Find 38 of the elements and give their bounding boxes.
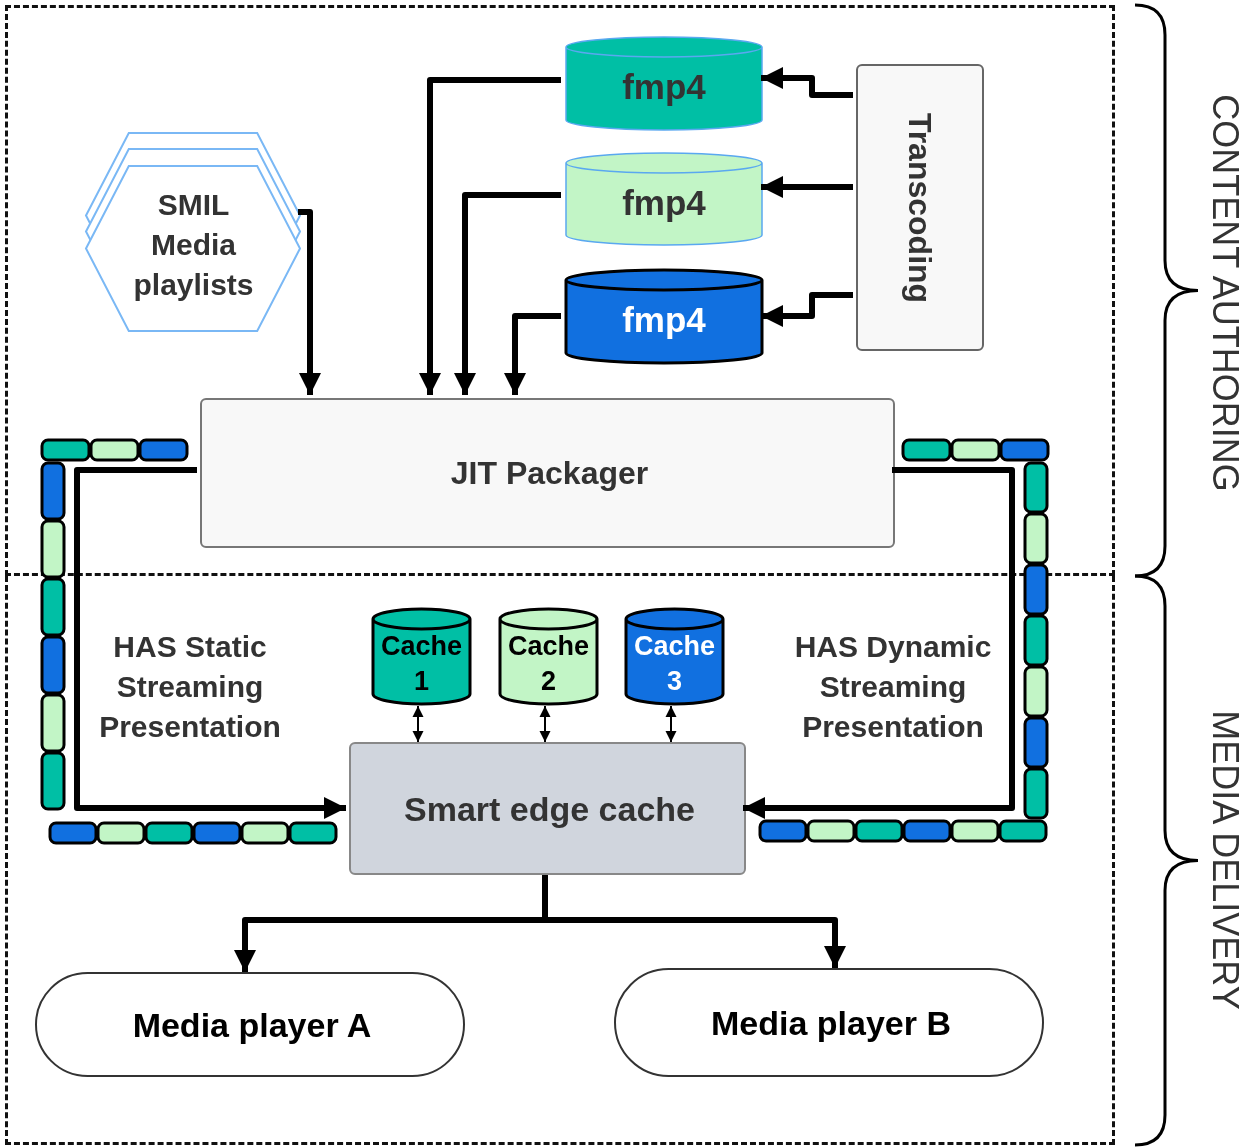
arrow — [298, 209, 321, 395]
section-heading: CONTENT AUTHORING — [1204, 94, 1246, 492]
node-label: Smart edge cache — [403, 788, 696, 829]
node-label: Media player A — [131, 1004, 373, 1045]
arrow — [539, 705, 551, 743]
process-box — [349, 742, 746, 875]
node-label: Cache 2 — [506, 630, 590, 698]
node-label: Cache 1 — [379, 630, 463, 698]
node-label: JIT Packager — [449, 453, 650, 493]
cache-cylinder — [371, 607, 472, 706]
edge-label: HAS Static Streaming Presentation — [98, 629, 282, 745]
arrow — [761, 176, 853, 198]
process-box — [200, 398, 895, 548]
arrow — [761, 67, 853, 98]
database-cylinder — [564, 35, 764, 132]
arrow — [761, 292, 853, 327]
node-label: fmp4 — [621, 67, 707, 107]
node-label: Cache 3 — [632, 630, 716, 698]
arrow — [74, 467, 346, 819]
arrow — [454, 192, 561, 395]
node-label: SMIL Media playlists — [132, 187, 255, 303]
section-heading: MEDIA DELIVERY — [1204, 710, 1246, 1010]
cache-cylinder — [624, 607, 725, 706]
arrow — [412, 705, 424, 743]
node-label: fmp4 — [621, 300, 707, 340]
hexagon-stack — [86, 133, 301, 333]
arrow — [665, 705, 677, 743]
node-label: fmp4 — [621, 183, 707, 223]
database-cylinder — [564, 268, 764, 365]
arrow — [419, 77, 561, 395]
process-box — [856, 64, 984, 351]
database-cylinder — [564, 151, 764, 247]
cache-cylinder — [498, 607, 599, 706]
edge-label: HAS Dynamic Streaming Presentation — [793, 629, 993, 745]
arrow — [542, 875, 846, 968]
node-label: Transcoding — [901, 112, 940, 303]
node-label: Media player B — [710, 1002, 952, 1043]
arrow — [504, 313, 561, 395]
